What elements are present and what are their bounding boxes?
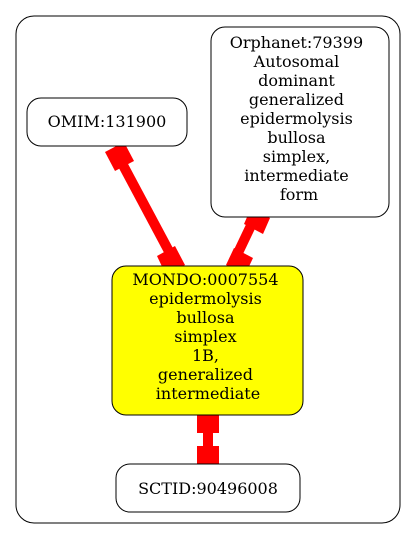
svg-text:MONDO:0007554 epidermoly: MONDO:0007554 epidermolysis bullosa simp…	[132, 270, 283, 403]
node-mondo-line-4: simplex	[174, 327, 236, 346]
edge-omim-mondo	[105, 142, 185, 275]
node-orphanet-line-8: intermediate	[244, 166, 348, 185]
node-mondo-line-5: 1B,	[192, 346, 219, 365]
node-omim-box	[26, 97, 188, 147]
node-orphanet-line-4: generalized	[249, 90, 344, 109]
node-mondo[interactable]: MONDO:0007554 epidermolysis bullosa simp…	[111, 265, 304, 416]
node-orphanet-line-3: dominant	[258, 71, 335, 90]
node-orphanet-box	[210, 26, 390, 218]
node-sctid-label: SCTID:90496008	[138, 479, 278, 498]
node-mondo-line-7: intermediate	[156, 384, 260, 403]
node-orphanet-line-9: form	[280, 185, 318, 204]
node-omim-label: OMIM:131900	[48, 112, 167, 131]
node-mondo-line-3: bullosa	[176, 308, 235, 327]
node-mondo-line-6: generalized	[158, 365, 253, 384]
edge-omim-mondo-line	[111, 149, 177, 260]
node-sctid-box	[115, 463, 301, 513]
node-orphanet[interactable]: Orphanet:79399 Autosomal dominant genera…	[210, 26, 390, 218]
node-orphanet-line-5: epidermolysis	[240, 109, 353, 128]
node-sctid[interactable]: SCTID:90496008	[115, 463, 301, 513]
node-mondo-line-2: epidermolysis	[149, 289, 262, 308]
edge-mondo-sctid-tail-marker	[197, 411, 219, 433]
svg-text:SCTID:90496008: SCTID:90496008	[138, 479, 278, 498]
node-orphanet-line-1: Orphanet:79399	[230, 33, 363, 52]
node-orphanet-line-7: simplex,	[263, 147, 330, 166]
svg-text:Orphanet:79399 Autosomal: Orphanet:79399 Autosomal dominant genera…	[230, 33, 368, 204]
node-mondo-box	[111, 265, 304, 416]
node-omim[interactable]: OMIM:131900	[26, 97, 188, 147]
node-orphanet-line-6: bullosa	[267, 128, 326, 147]
edge-mondo-sctid-head-marker	[197, 446, 219, 468]
edge-mondo-sctid	[197, 411, 219, 468]
edge-omim-mondo-tail-marker	[105, 142, 134, 171]
node-mondo-line-1: MONDO:0007554	[132, 270, 278, 289]
node-orphanet-line-2: Autosomal	[253, 52, 340, 71]
svg-text:OMIM:131900: OMIM:131900	[48, 112, 167, 131]
